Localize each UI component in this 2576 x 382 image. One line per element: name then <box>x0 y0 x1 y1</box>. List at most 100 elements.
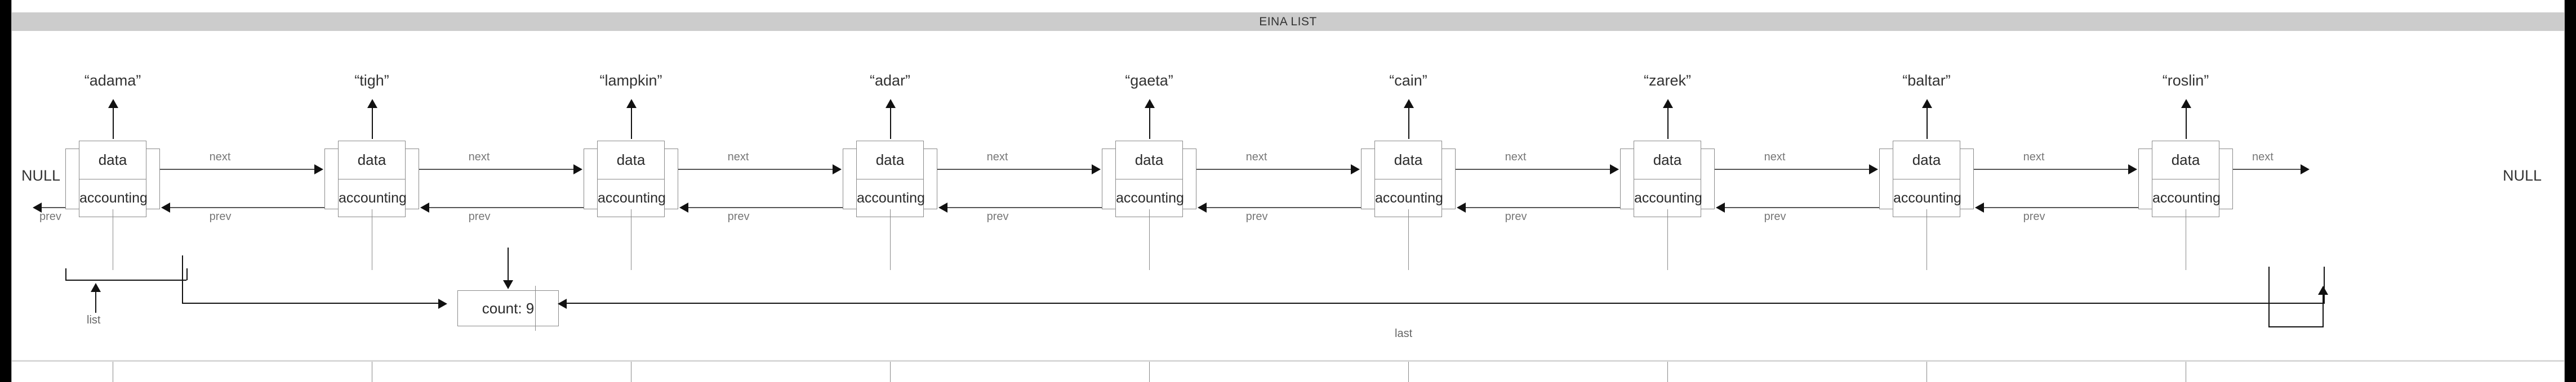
node-value-pointer-arrowhead <box>886 99 896 108</box>
prev-link-label: prev <box>209 210 232 223</box>
node-value-label: “roslin” <box>2162 72 2209 89</box>
prev-link-line <box>1466 207 1620 208</box>
head-null-prev-line <box>42 207 65 208</box>
next-link-line <box>1715 169 1869 170</box>
last-pointer-label: last <box>1395 327 1413 340</box>
node-value-label: “cain” <box>1389 72 1427 89</box>
next-link-label: next <box>1505 151 1527 163</box>
node-field-data: data <box>1116 141 1182 179</box>
node-inner-box: data accounting <box>856 141 925 217</box>
next-link-arrowhead <box>1610 164 1619 174</box>
prev-link-label: prev <box>986 210 1009 223</box>
count-feed-horizontal <box>182 303 438 304</box>
prev-link-label: prev <box>2023 210 2045 223</box>
node-value-pointer-stem <box>113 104 114 139</box>
count-feed-arrowhead <box>438 299 447 309</box>
node-bottom-stem <box>1408 209 1409 270</box>
count-label: count: 9 <box>482 300 535 317</box>
node-value-label: “adar” <box>869 72 911 89</box>
prev-link-arrowhead <box>420 203 429 213</box>
next-link-line <box>678 169 833 170</box>
node-bottom-stem <box>890 209 891 270</box>
node-field-accounting: accounting <box>857 190 925 206</box>
next-link-label: next <box>1764 151 1786 163</box>
node-bottom-stem <box>1667 209 1668 270</box>
list-pointer-arrowhead <box>91 283 101 292</box>
prev-link-label: prev <box>1764 210 1786 223</box>
last-pointer-riser <box>2324 267 2325 304</box>
node-value-label: “zarek” <box>1643 72 1691 89</box>
node-value-label: “tigh” <box>354 72 389 89</box>
next-link-arrowhead <box>833 164 842 174</box>
list-node: data accounting <box>843 141 937 217</box>
node-field-accounting: accounting <box>1116 190 1184 206</box>
list-node: data accounting <box>1102 141 1196 217</box>
node-value-pointer-stem <box>1667 104 1669 139</box>
node-value-pointer-arrowhead <box>1922 99 1932 108</box>
last-bracket-bar <box>2268 326 2324 327</box>
prev-link-label: prev <box>1245 210 1268 223</box>
next-link-arrowhead <box>573 164 582 174</box>
bottom-band-tick <box>890 362 891 382</box>
next-link-arrowhead <box>314 164 323 174</box>
node-field-accounting: accounting <box>339 190 407 206</box>
next-link-line <box>1456 169 1610 170</box>
last-bracket-up-stem <box>2323 293 2324 327</box>
last-bracket-arrowhead <box>2318 286 2328 295</box>
node-value-pointer-stem <box>890 104 891 139</box>
next-link-line <box>1196 169 1351 170</box>
head-null-prev-label: prev <box>39 210 61 223</box>
titlebar: EINA LIST <box>12 12 2564 31</box>
node-value-pointer-stem <box>2186 104 2187 139</box>
next-link-line <box>1974 169 2128 170</box>
count-feed-vertical <box>182 255 183 304</box>
node-value-pointer-arrowhead <box>1404 99 1414 108</box>
bottom-band-tick <box>1149 362 1150 382</box>
node-value-pointer-arrowhead <box>108 99 118 108</box>
next-link-label: next <box>468 151 490 163</box>
node-field-data: data <box>1375 141 1442 179</box>
prev-link-line <box>688 207 843 208</box>
node-value-pointer-stem <box>1149 104 1150 139</box>
node-bottom-stem <box>1149 209 1150 270</box>
node-value-pointer-arrowhead <box>1663 99 1673 108</box>
next-link-arrowhead <box>2128 164 2137 174</box>
node-value-pointer-arrowhead <box>2181 99 2191 108</box>
node-field-accounting: accounting <box>1375 190 1443 206</box>
prev-link-line <box>1207 207 1361 208</box>
node-value-pointer-arrowhead <box>626 99 637 108</box>
prev-link-label: prev <box>468 210 491 223</box>
count-top-arrowhead <box>503 280 513 289</box>
prev-link-arrowhead <box>679 203 688 213</box>
prev-link-line <box>170 207 324 208</box>
node-value-pointer-arrowhead <box>1145 99 1155 108</box>
node-value-pointer-stem <box>1408 104 1409 139</box>
node-value-pointer-stem <box>631 104 632 139</box>
prev-link-arrowhead <box>1457 203 1466 213</box>
bottom-band-tick <box>1408 362 1409 382</box>
prev-link-label: prev <box>1505 210 1527 223</box>
null-terminator-right: NULL <box>2503 167 2542 184</box>
node-field-data: data <box>1893 141 1960 179</box>
next-link-arrowhead <box>1092 164 1101 174</box>
node-inner-box: data accounting <box>1374 141 1443 217</box>
node-value-label: “adama” <box>84 72 141 89</box>
node-value-label: “lampkin” <box>599 72 662 89</box>
last-pointer-arrowhead <box>558 299 567 309</box>
tail-null-next-label: next <box>2252 151 2274 163</box>
node-inner-box: data accounting <box>1115 141 1184 217</box>
node-field-accounting: accounting <box>1634 190 1702 206</box>
tail-null-next-arrowhead <box>2301 164 2310 174</box>
next-link-line <box>160 169 314 170</box>
node-field-data: data <box>857 141 923 179</box>
list-pointer-label: list <box>87 314 101 326</box>
list-bracket-bar <box>65 280 186 281</box>
